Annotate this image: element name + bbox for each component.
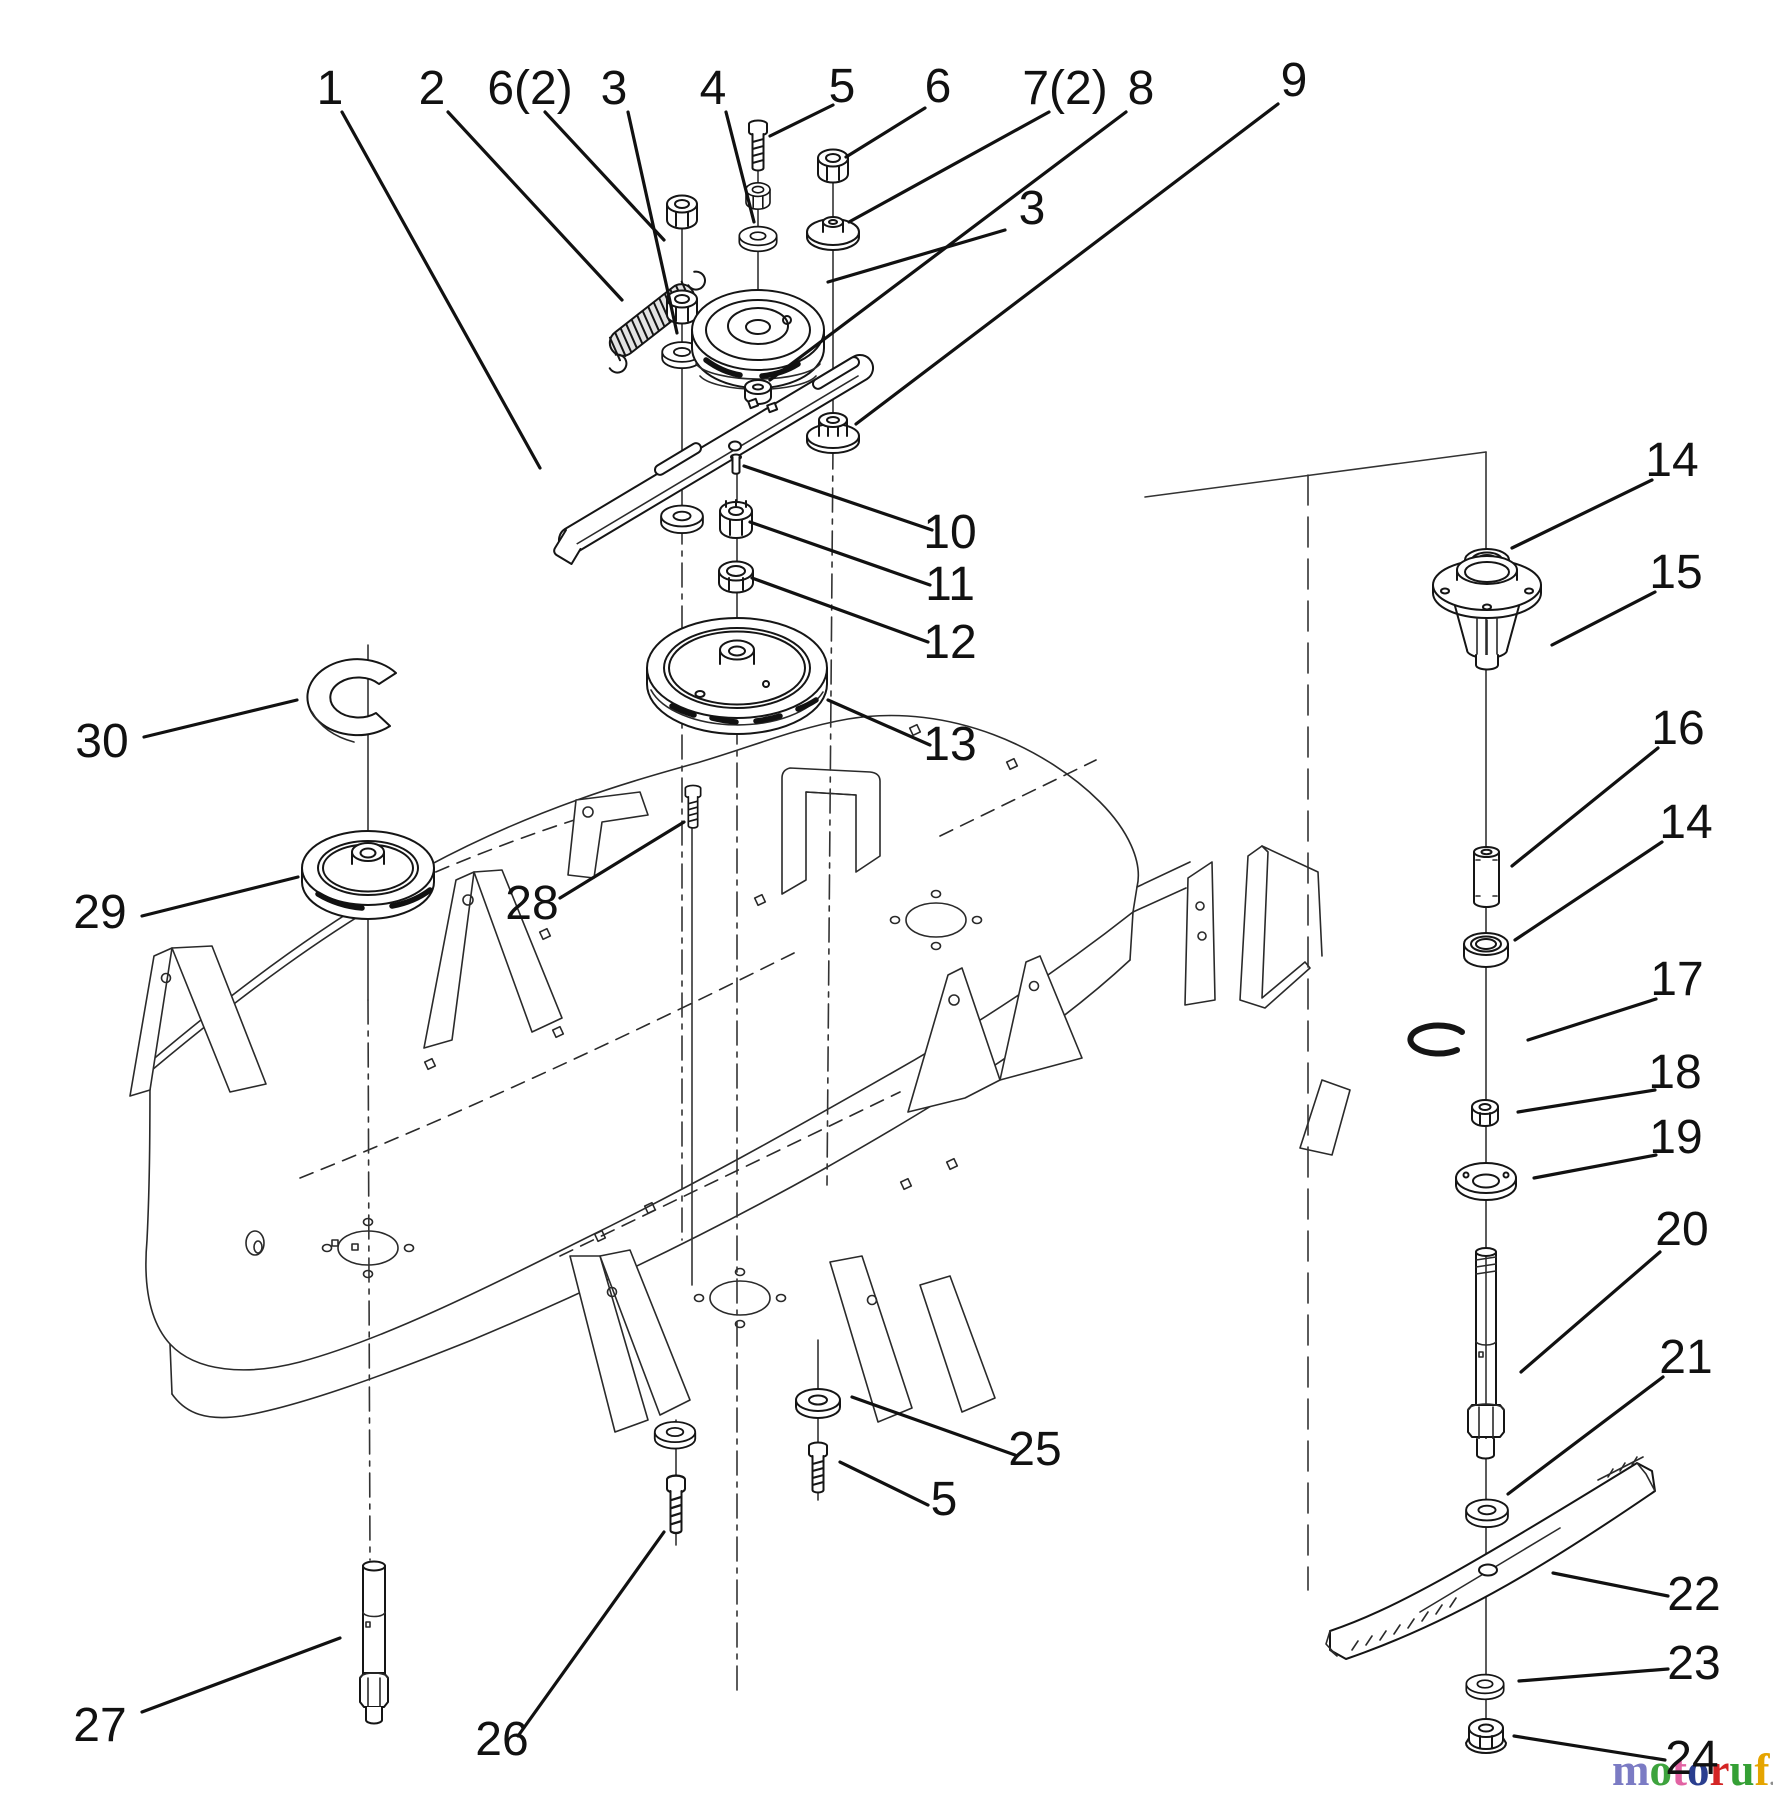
pivot-column [646,453,828,829]
callout-30: 30 [75,715,128,768]
callout-3: 3 [601,62,628,115]
watermark-letter: o [1687,1745,1710,1795]
deck-hole-right [889,889,983,951]
deck-bracket-front-right [829,1255,996,1423]
callout-28: 28 [505,877,558,930]
leader-lines [140,102,1670,1762]
watermark-letter: f [1754,1745,1770,1795]
callout-27: 27 [73,1699,126,1752]
washer-under-nut [738,225,778,253]
blade-washer [1465,1498,1509,1529]
washer-idler-arm [660,504,704,535]
callout-labels: 1 2 6(2) 3 4 5 6 7(2) 8 9 3 10 11 12 13 … [73,54,1720,1785]
callout-13: 13 [923,718,976,771]
deck-bracket-channel [781,767,881,895]
mower-deck [129,714,1351,1433]
deck-small-holes [245,723,1019,1256]
lock-nut-right [817,148,849,184]
deck-bracket-left [129,945,267,1097]
deck-bracket-right-pair [907,955,1083,1113]
pin [730,453,742,475]
callout-15: 15 [1649,546,1702,599]
callout-8: 8 [1128,62,1155,115]
left-column [301,658,435,1725]
callout-22: 22 [1667,1568,1720,1621]
carriage-bolt [684,784,702,829]
c-spacer [306,658,397,743]
callout-26: 26 [475,1713,528,1766]
bearing-lower [1463,932,1509,968]
blade-nut [1465,1718,1507,1754]
spindle-nut [1471,1099,1499,1127]
hex-bolt-deck [808,1441,828,1494]
callout-25: 25 [1008,1423,1061,1476]
callout-7x2: 7(2) [1022,62,1107,115]
blade-driver-washer [1455,1162,1517,1201]
idler-arm [553,354,874,565]
lock-nut-a [666,194,698,230]
spindle-pulley [646,617,828,735]
callout-16: 16 [1651,702,1704,755]
watermark-letter: t [1672,1745,1687,1795]
idler-pulley [691,289,825,391]
deck-bracket-top [567,791,649,879]
callout-1: 1 [317,62,344,115]
callout-14b: 14 [1659,796,1712,849]
spring-axis-parts [608,194,706,535]
callout-3b: 3 [1019,182,1046,235]
spacer-nut [718,560,754,594]
castle-nut [719,499,753,539]
deck-hole-left [321,1217,415,1279]
deck-discharge-plates [1184,845,1351,1156]
callout-6: 6 [925,60,952,113]
retaining-ring [1407,1022,1465,1057]
lock-washer [1465,1673,1505,1701]
callout-9: 9 [1281,54,1308,107]
spindle-housing [1432,555,1542,671]
front-washer [653,1420,697,1450]
callout-14: 14 [1645,434,1698,487]
callout-17: 17 [1650,953,1703,1006]
callout-10: 10 [923,506,976,559]
flanged-lock-nut [806,412,860,454]
spacer-tube [1473,846,1500,908]
spindle-shaft-right [1467,1247,1505,1460]
hex-bolt-top [748,119,768,172]
right-spindle-assembly [1325,548,1656,1754]
front-bolt [665,1474,687,1535]
watermark-letter: r [1709,1745,1730,1795]
deck-washer [795,1388,841,1419]
callout-23: 23 [1667,1637,1720,1690]
callout-19: 19 [1649,1111,1702,1164]
callout-21: 21 [1659,1331,1712,1384]
pulley-left [301,830,435,920]
deck-hole-center [693,1267,787,1329]
callout-4: 4 [700,62,727,115]
watermark-letter: u [1729,1745,1755,1795]
callout-24: 24 [1665,1732,1718,1785]
callout-2: 2 [419,62,446,115]
deck-bracket-center-left [423,869,563,1049]
callout-5: 5 [829,60,856,113]
mower-blade [1325,1456,1656,1660]
spindle-shaft-left [359,1560,389,1725]
watermark-logo: motoruf.de [1612,1748,1773,1800]
watermark-suffix: .de [1770,1766,1773,1790]
callout-18: 18 [1648,1046,1701,1099]
callout-11: 11 [925,558,975,611]
idler-bolt-parts [691,119,825,405]
deck-bracket-front-left [569,1249,691,1433]
callout-29: 29 [73,886,126,939]
callout-12: 12 [923,616,976,669]
deck-hardware [653,1388,841,1535]
callout-6x2: 6(2) [487,62,572,115]
callout-5b: 5 [931,1473,958,1526]
callout-20: 20 [1655,1203,1708,1256]
